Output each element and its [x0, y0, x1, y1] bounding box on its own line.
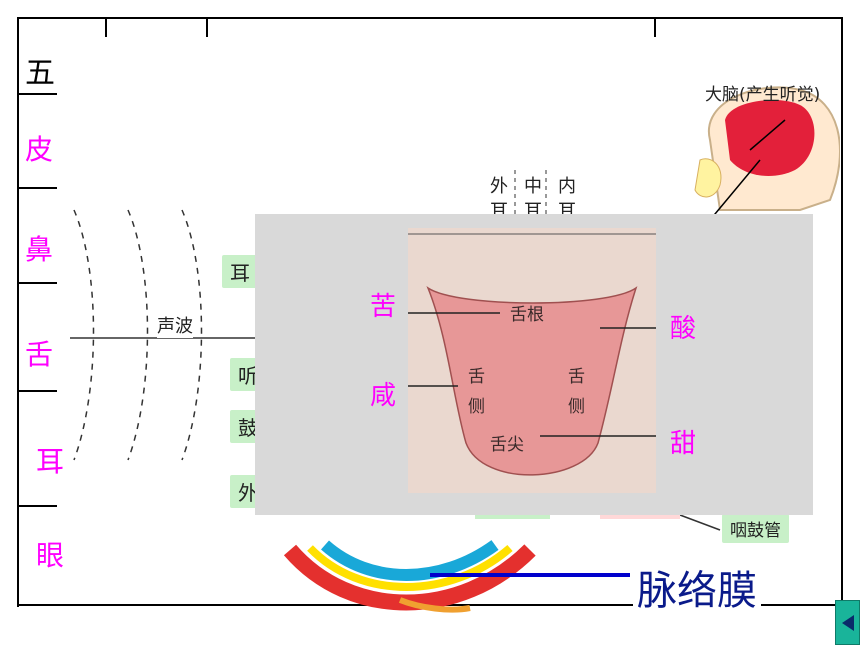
tongue-side-left-bottom: 侧 — [468, 397, 485, 417]
sound-wave-arc — [127, 209, 149, 461]
inner-ear-shape — [694, 158, 722, 198]
sound-wave-arc — [181, 209, 203, 461]
tongue-root-label: 舌根 — [510, 305, 544, 325]
table-row-divider — [17, 93, 57, 95]
ear-part-middle-lower: 耳 — [524, 201, 542, 214]
ear-part-inner: 内 — [558, 176, 576, 197]
brain-label: 大脑(产生听觉) — [705, 85, 821, 105]
row-label-five: 五 — [25, 56, 55, 91]
taste-sweet: 甜 — [670, 429, 697, 459]
eustachian-pointer — [679, 514, 721, 531]
eye-middle-arc — [307, 544, 513, 591]
row-label-skin: 皮 — [25, 133, 54, 166]
choroid-label: 脉络膜 — [633, 558, 761, 616]
table-row-divider — [17, 505, 57, 507]
tongue-drawing — [408, 233, 656, 476]
table-row-divider — [17, 187, 57, 189]
table-col-divider-1 — [105, 17, 107, 37]
ear-part-inner-lower: 耳 — [558, 201, 576, 214]
row-label-eye: 眼 — [36, 539, 65, 572]
eye-inner-arc — [321, 540, 499, 581]
tongue-tip-label: 舌尖 — [490, 435, 524, 455]
taste-bitter: 苦 — [370, 292, 397, 322]
ear-pill: 耳 — [222, 255, 258, 288]
taste-salty: 咸 — [370, 381, 397, 411]
nerve-line — [709, 159, 761, 221]
tongue-side-right-bottom: 侧 — [568, 397, 585, 417]
table-row-divider — [17, 282, 57, 284]
tongue-photo — [408, 228, 656, 493]
table-top-border — [17, 17, 843, 19]
tongue-shape — [426, 286, 638, 476]
row-label-nose: 鼻 — [25, 233, 54, 266]
table-row-divider — [17, 390, 57, 392]
table-col-divider-3 — [654, 17, 656, 37]
table-right-border — [841, 17, 843, 607]
ear-part-outer: 外 — [490, 176, 508, 197]
eye-tail — [398, 597, 471, 613]
tongue-side-left-top: 舌 — [468, 367, 485, 387]
taste-sour: 酸 — [670, 314, 697, 344]
sound-wave-arc — [73, 209, 95, 461]
tongue-side-right-top: 舌 — [568, 367, 585, 387]
sound-wave-label: 声波 — [157, 312, 193, 338]
ear-part-outer-lower: 耳 — [490, 201, 508, 214]
table-col-divider-2 — [206, 17, 208, 37]
ear-part-middle: 中 — [524, 176, 542, 197]
row-label-ear: 耳 — [36, 445, 65, 478]
previous-slide-button[interactable] — [835, 600, 860, 645]
table-left-border — [17, 17, 19, 607]
brain-pointer — [749, 119, 786, 151]
row-label-tongue: 舌 — [25, 338, 54, 371]
brain-shape — [725, 100, 815, 176]
eustachian-tube-label: 咽鼓管 — [722, 514, 789, 543]
